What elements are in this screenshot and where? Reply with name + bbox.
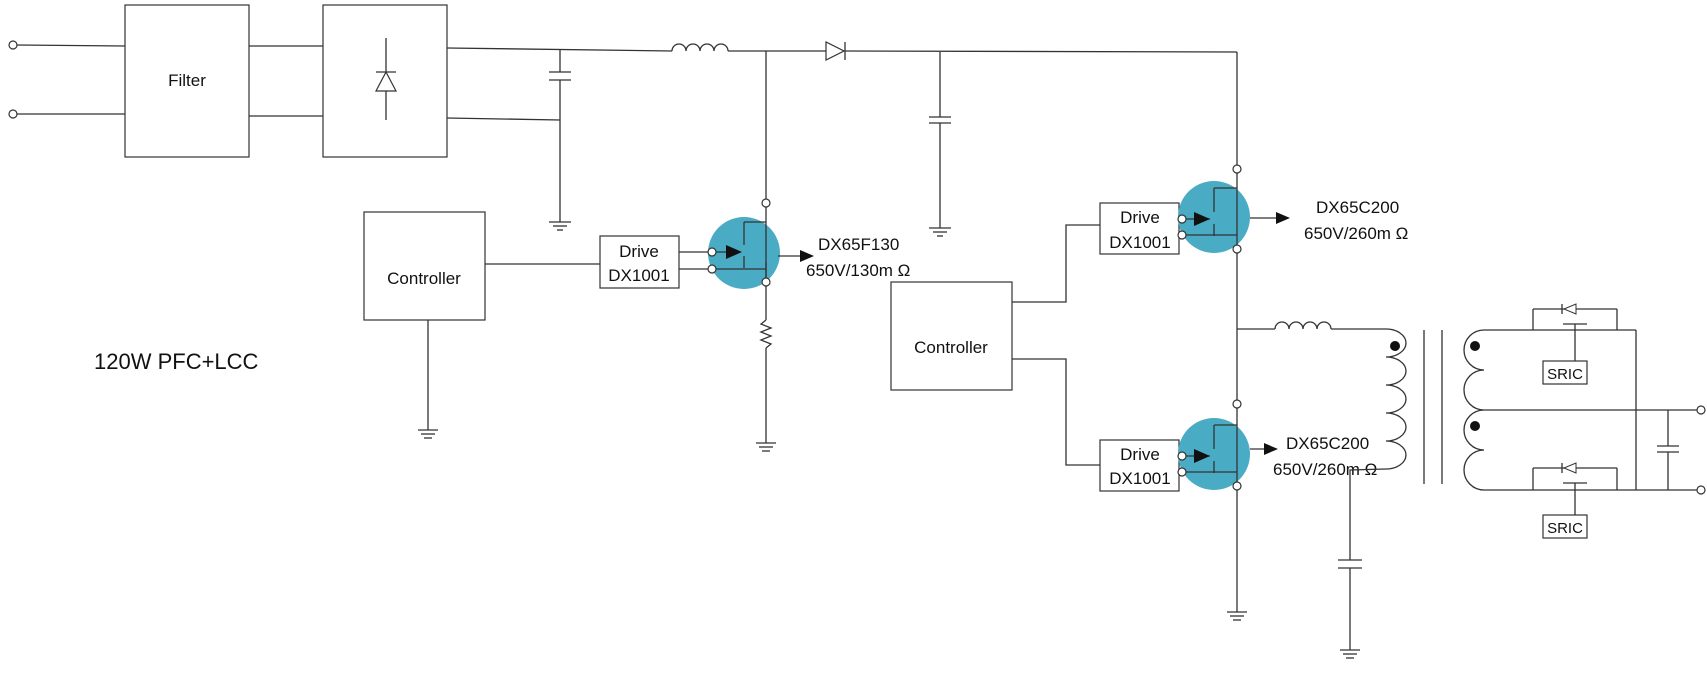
sr-mosfet-top: SRIC <box>1532 303 1636 385</box>
bridge-rectifier-block <box>322 4 448 158</box>
pfc-controller-label: Controller <box>387 269 461 288</box>
pfc-boost-diode <box>825 41 846 61</box>
llc-high-mosfet-arrow-icon <box>1194 212 1210 226</box>
llc-high-mosfet-part: DX65C200 <box>1316 198 1399 217</box>
ac-input-terminal-n <box>8 109 18 119</box>
ac-input-terminal-l <box>8 40 18 50</box>
output-capacitor <box>1657 410 1679 490</box>
pfc-driver-label-2: DX1001 <box>608 266 669 285</box>
sric-label-bottom: SRIC <box>1547 520 1583 537</box>
bridge-diode-icon <box>375 70 397 92</box>
diagram-title: 120W PFC+LCC <box>94 349 259 374</box>
output-terminal-negative <box>1696 485 1706 495</box>
llc-low-driver-block: Drive DX1001 <box>1099 439 1180 492</box>
llc-high-driver-block: Drive DX1001 <box>1099 202 1180 255</box>
bulk-capacitor <box>929 52 951 237</box>
llc-low-mosfet-part: DX65C200 <box>1286 434 1369 453</box>
pfc-mosfet-body <box>708 217 780 289</box>
pfc-mosfet-callout-arrow-icon <box>800 250 814 262</box>
llc-high-mosfet <box>1177 173 1290 254</box>
pfc-mosfet <box>679 207 814 289</box>
pfc-mosfet-rating: 650V/130m Ω <box>806 261 910 280</box>
llc-low-mosfet <box>1177 408 1278 491</box>
secondary-dot-icon-1 <box>1470 341 1480 351</box>
pfc-mosfet-part: DX65F130 <box>818 235 899 254</box>
primary-dot-icon <box>1390 341 1400 351</box>
pfc-controller-block: Controller <box>363 211 486 321</box>
ac-input <box>8 40 126 119</box>
sr-mosfet-bottom: SRIC <box>1532 462 1636 539</box>
llc-low-driver-label-1: Drive <box>1120 445 1160 464</box>
sr-body-diode-icon-bottom <box>1562 462 1577 474</box>
filter-label: Filter <box>168 71 206 90</box>
transformer-secondary <box>1463 329 1698 491</box>
llc-low-mosfet-callout-arrow-icon <box>1264 443 1278 455</box>
emi-filter-block: Filter <box>124 4 250 158</box>
resonant-inductor <box>1274 321 1332 330</box>
llc-low-mosfet-arrow-icon <box>1194 449 1210 463</box>
sense-resistor <box>756 286 776 452</box>
secondary-dot-icon-2 <box>1470 421 1480 431</box>
boost-diode-icon <box>825 41 846 61</box>
llc-high-driver-label-1: Drive <box>1120 208 1160 227</box>
llc-controller-block: Controller <box>890 281 1013 391</box>
llc-low-mosfet-rating: 650V/260m Ω <box>1273 460 1377 479</box>
output-terminal-positive <box>1696 405 1706 415</box>
pfc-driver-label-1: Drive <box>619 242 659 261</box>
sr-body-diode-icon-top <box>1562 303 1577 315</box>
pfc-inductor <box>671 43 729 52</box>
sric-label-top: SRIC <box>1547 366 1583 383</box>
resonant-capacitor <box>1338 559 1362 659</box>
pfc-driver-block: Drive DX1001 <box>599 235 680 289</box>
llc-controller-label: Controller <box>914 338 988 357</box>
llc-high-mosfet-rating: 650V/260m Ω <box>1304 224 1408 243</box>
input-capacitor <box>549 50 571 231</box>
transformer-primary <box>1349 328 1407 560</box>
llc-high-mosfet-callout-arrow-icon <box>1276 212 1290 224</box>
llc-low-driver-label-2: DX1001 <box>1109 469 1170 488</box>
llc-high-driver-label-2: DX1001 <box>1109 233 1170 252</box>
pfc-mosfet-arrow-icon <box>726 245 742 259</box>
